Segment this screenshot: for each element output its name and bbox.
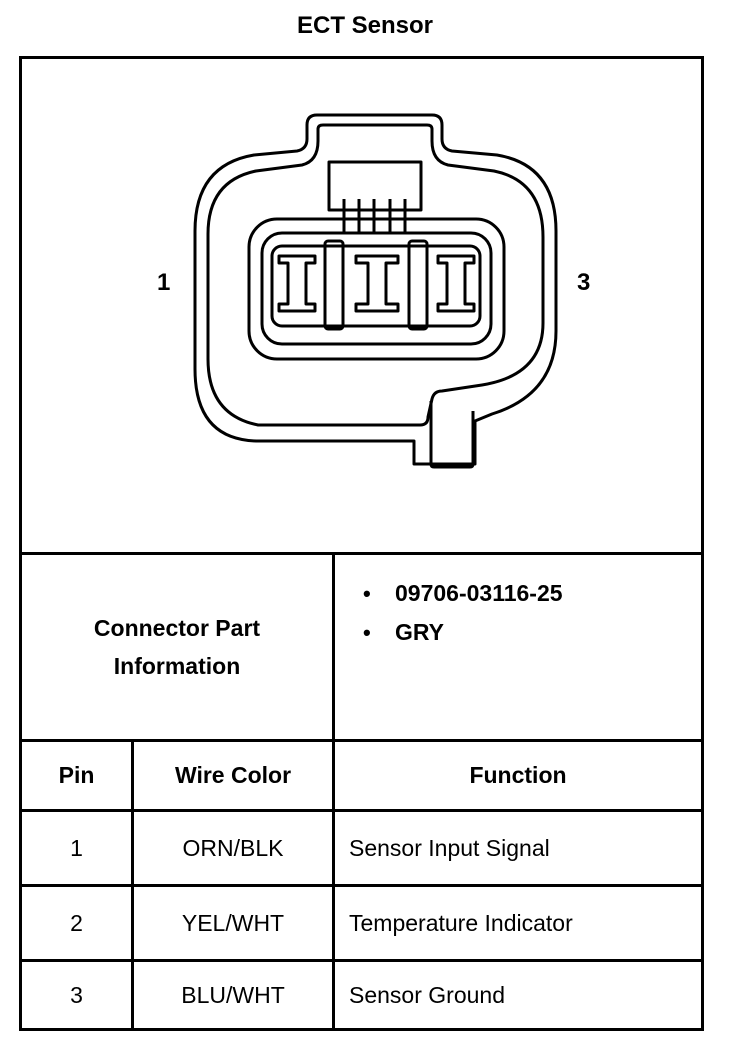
separator-right (407, 239, 429, 331)
header-function: Function (469, 762, 567, 788)
pin-label-left: 1 (157, 269, 171, 296)
divider-col-function (332, 552, 335, 1028)
divider-row-2 (22, 959, 701, 962)
row-2-wire-color: YEL/WHT (181, 909, 285, 936)
row-3-pin: 3 (70, 981, 83, 1008)
row-2-pin: 2 (70, 909, 83, 936)
divider-info (22, 739, 701, 742)
terminal-block (270, 244, 482, 328)
connector-face-drawing (193, 113, 558, 469)
divider-diagram (22, 552, 701, 555)
row-1-wire-color: ORN/BLK (182, 834, 284, 861)
row-1-pin: 1 (70, 834, 83, 861)
cavity-outer (247, 217, 506, 361)
header-wire-color: Wire Color (174, 762, 292, 788)
connector-info-item: •GRY (363, 619, 444, 645)
divider-row-1 (22, 884, 701, 887)
cavity-inner (260, 231, 493, 346)
header-pin: Pin (58, 762, 95, 788)
housing-inner-rim (206, 123, 545, 427)
terminal-3 (436, 254, 476, 313)
divider-header (22, 809, 701, 812)
row-1-function: Sensor Input Signal (349, 834, 550, 861)
divider-col-wire (131, 739, 134, 1028)
row-3-function: Sensor Ground (349, 981, 505, 1008)
pin-label-right: 3 (577, 269, 591, 296)
terminal-1 (277, 254, 317, 313)
connector-info-item: •09706-03116-25 (363, 580, 563, 606)
latch-tab (429, 401, 475, 469)
housing-outer (193, 113, 558, 466)
row-3-wire-color: BLU/WHT (181, 981, 285, 1008)
diagram-title: ECT Sensor (296, 12, 434, 39)
connector-sheet: 1 3 Connector Part Information •09706-03… (19, 56, 704, 1031)
connector-info-list: •09706-03116-25 •GRY (349, 574, 563, 652)
terminal-2 (354, 254, 400, 313)
connector-info-label: Connector Part Information (93, 615, 261, 679)
separator-left (323, 239, 345, 331)
row-2-function: Temperature Indicator (349, 909, 573, 936)
